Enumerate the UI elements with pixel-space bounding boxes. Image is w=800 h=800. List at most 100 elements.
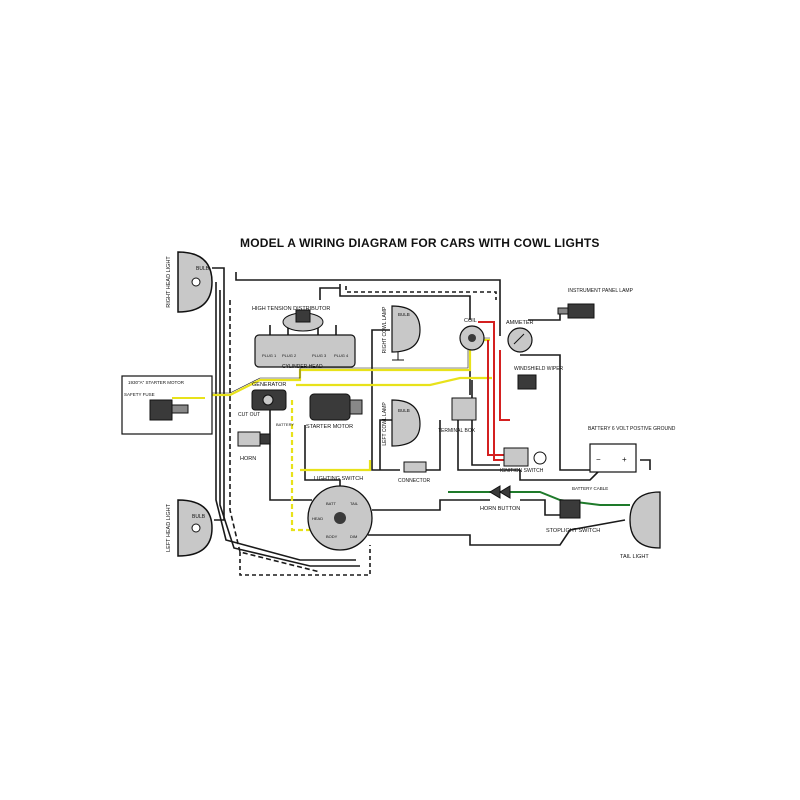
- amm-to-batt: [520, 354, 590, 471]
- harness-left-3: [229, 300, 321, 573]
- battery-minus: −: [596, 455, 601, 464]
- term-wire-1: [457, 405, 520, 471]
- red-1: [478, 321, 510, 461]
- inset-terminal: [171, 404, 189, 414]
- left-cowl-lamp-shell: [391, 399, 421, 447]
- terminal-box-label: TERMINAL BOX: [438, 428, 476, 434]
- ignition-body: [503, 447, 529, 467]
- switch-dim: DIM: [350, 534, 357, 539]
- connector: CONNECTOR: [398, 461, 431, 484]
- harness-top-3: [345, 286, 497, 300]
- batt-ground: [640, 459, 651, 470]
- bulb-label-right: BULB: [196, 266, 210, 272]
- inset-motor: [149, 399, 173, 421]
- harness-left-2: [219, 290, 360, 567]
- yellow-3: [290, 400, 320, 532]
- bottom-return: [239, 545, 371, 576]
- wiper-motor: [517, 374, 537, 390]
- ammeter-label: AMMETER: [506, 320, 534, 326]
- harness-top-2: [339, 284, 471, 320]
- left-cowl-lamp-label: LEFT COWL LAMP: [382, 402, 388, 446]
- safety-fuse-label: SAFETY FUSE: [124, 392, 155, 397]
- switch-batt: BATT: [326, 501, 336, 506]
- distributor-assembly: HIGH TENSION DISTRIBUTOR PLUG 1 PLUG 2 P…: [252, 306, 356, 370]
- battery-cable-label: BATTERY CABLE: [572, 486, 608, 491]
- bulb-label-rcowl: BULB: [398, 312, 410, 317]
- switch-tail: TAIL: [350, 501, 359, 506]
- dist-to-coil: [319, 287, 340, 300]
- wiper-label: WINDSHIELD WIPER: [514, 366, 564, 372]
- starter-body: [309, 393, 351, 421]
- yellow-4: [300, 460, 372, 472]
- panel-lamp-label: INSTRUMENT PANEL LAMP: [568, 288, 634, 294]
- battery-label: BATTERY 6 VOLT POSTIVE GROUND: [588, 426, 676, 432]
- stoplight-body: [559, 499, 581, 519]
- battery-small-label: BATTERY: [276, 422, 294, 427]
- coil-label: COIL: [464, 318, 477, 324]
- left-cowl-lamp: LEFT COWL LAMP BULB: [382, 399, 421, 447]
- plug-4-label: PLUG 4: [334, 353, 349, 358]
- right-cowl-ground: [392, 352, 404, 361]
- right-head-light-label: RIGHT HEAD LIGHT: [166, 256, 172, 308]
- starter-label: STARTER MOTOR: [306, 424, 353, 430]
- tail-light-label: TAIL LIGHT: [620, 554, 649, 560]
- term-wire-2: [471, 380, 500, 466]
- left-head-light: LEFT HEAD LIGHT BULB: [166, 499, 213, 557]
- green-1: [448, 491, 630, 506]
- cowl-lamp-wire: [371, 329, 400, 471]
- harness-top-1: [235, 272, 501, 336]
- right-head-light: RIGHT HEAD LIGHT BULB: [166, 251, 213, 313]
- generator: GENERATOR CUT OUT BATTERY: [238, 382, 294, 427]
- starter-inset: 1930"A" STARTER MOTOR SAFETY FUSE: [121, 375, 213, 435]
- amm-to-lamp: [528, 312, 561, 321]
- distributor-body: [295, 309, 311, 323]
- right-cowl-lamp-label: RIGHT COWL LAMP: [382, 306, 388, 353]
- horn-button-label: HORN BUTTON: [480, 506, 520, 512]
- plug-3-label: PLUG 3: [312, 353, 327, 358]
- bulb-label-left: BULB: [192, 514, 206, 520]
- harness-left-1: [215, 282, 356, 561]
- horn: HORN: [237, 431, 271, 462]
- distributor-label: HIGH TENSION DISTRIBUTOR: [252, 306, 330, 312]
- lighting-switch-label: LIGHTING SWITCH: [314, 476, 363, 482]
- switch-body: BODY: [326, 534, 338, 539]
- ammeter: AMMETER: [506, 320, 534, 353]
- ignition-switch: IGNITION SWITCH: [500, 447, 547, 474]
- battery-cable: [519, 469, 601, 481]
- ammeter-body: [507, 327, 533, 353]
- tail-light-shell: [629, 491, 661, 549]
- left-head-light-bulb: [191, 523, 201, 533]
- panel-lamp-body: [567, 303, 595, 319]
- connector-body: [403, 461, 427, 473]
- terminal-box-body: [451, 397, 477, 421]
- cylinder-head-label: CYLINDER HEAD: [282, 364, 323, 370]
- right-cowl-lamp-shell: [391, 305, 421, 353]
- conn-wire: [420, 420, 441, 471]
- terminal-box: TERMINAL BOX: [438, 397, 477, 434]
- left-head-light-label: LEFT HEAD LIGHT: [166, 503, 172, 552]
- diagram-title: MODEL A WIRING DIAGRAM FOR CARS WITH COW…: [240, 236, 600, 250]
- bulb-label-lcowl: BULB: [398, 408, 410, 413]
- battery-plus: +: [622, 455, 627, 464]
- red-3: [499, 350, 510, 421]
- windshield-wiper: WINDSHIELD WIPER: [514, 366, 564, 390]
- battery: − + BATTERY 6 VOLT POSTIVE GROUND BATTER…: [572, 426, 676, 491]
- tail-light: TAIL LIGHT: [620, 491, 661, 560]
- cut-out-label: CUT OUT: [238, 412, 260, 418]
- lighting-switch: LIGHTING SWITCH BATT TAIL HEAD BODY DIM: [307, 476, 373, 551]
- right-head-light-bulb: [191, 277, 201, 287]
- yellow-2: [296, 376, 492, 387]
- generator-label: GENERATOR: [252, 382, 286, 388]
- plug-2-label: PLUG 2: [282, 353, 297, 358]
- switch-head: HEAD: [312, 516, 323, 521]
- connector-label: CONNECTOR: [398, 478, 431, 484]
- inset-title: 1930"A" STARTER MOTOR: [128, 380, 185, 385]
- horn-button-symbol: [489, 485, 511, 499]
- switch-to-tail: [368, 519, 626, 546]
- coil: COIL: [459, 318, 485, 351]
- starter-wire: [304, 425, 341, 490]
- horn-label: HORN: [240, 456, 256, 462]
- stoplight-label: STOPLIGHT SWITCH: [546, 528, 600, 534]
- horn-button: HORN BUTTON: [480, 485, 520, 512]
